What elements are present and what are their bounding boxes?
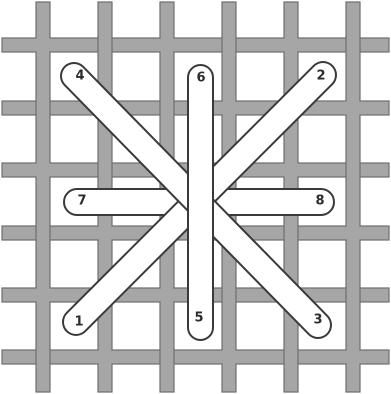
thread-crossing bbox=[221, 102, 237, 115]
stitch-number-7: 7 bbox=[77, 194, 86, 209]
stitch-number-3: 3 bbox=[313, 313, 322, 328]
thread-crossing bbox=[345, 351, 361, 364]
star-stitch bbox=[64, 65, 334, 340]
thread-crossing bbox=[283, 164, 299, 177]
thread-crossing bbox=[35, 289, 51, 302]
stitch-number-5: 5 bbox=[194, 311, 203, 326]
vertical-thread bbox=[346, 2, 360, 392]
horizontal-thread bbox=[2, 38, 389, 52]
thread-crossing bbox=[35, 39, 51, 52]
thread-crossing bbox=[97, 351, 113, 364]
thread-crossing bbox=[159, 39, 175, 52]
stitch-number-1: 1 bbox=[74, 315, 83, 330]
thread-crossing bbox=[159, 289, 175, 302]
horizontal-thread bbox=[2, 350, 389, 364]
stitch-number-8: 8 bbox=[315, 194, 324, 209]
stitch-5-6 bbox=[188, 65, 213, 340]
stitch-number-6: 6 bbox=[196, 71, 205, 86]
thread-crossing bbox=[221, 351, 237, 364]
stitch-number-4: 4 bbox=[75, 69, 84, 84]
thread-crossing bbox=[345, 102, 361, 115]
vertical-thread bbox=[36, 2, 50, 392]
thread-crossing bbox=[97, 227, 113, 240]
stitch-number-2: 2 bbox=[316, 69, 325, 84]
thread-crossing bbox=[345, 227, 361, 240]
thread-crossing bbox=[283, 39, 299, 52]
thread-crossing bbox=[35, 164, 51, 177]
